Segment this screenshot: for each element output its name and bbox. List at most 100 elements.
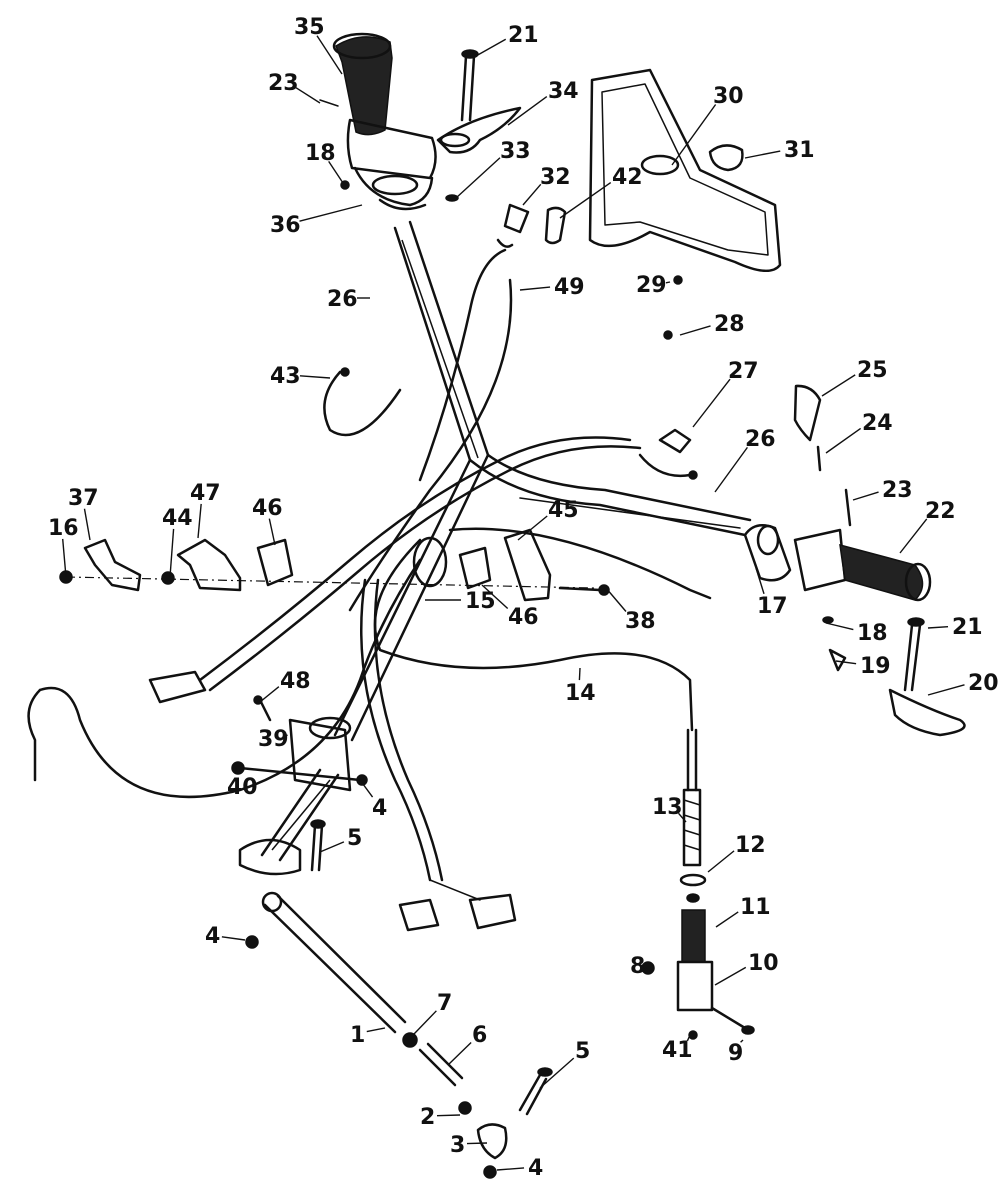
callout-number: 46	[252, 496, 283, 521]
callout-leader	[268, 518, 276, 546]
callout-number: 43	[270, 364, 301, 389]
callout-leader	[475, 38, 507, 57]
callout-number: 31	[784, 138, 815, 163]
callout-leader	[714, 446, 748, 493]
callout-leader	[740, 1039, 744, 1043]
callout-2: 2	[420, 1105, 461, 1130]
callout-leader	[517, 515, 548, 541]
callout-leader	[169, 528, 175, 578]
callout-number: 8	[630, 954, 645, 979]
callout-11: 11	[715, 895, 771, 928]
callout-leader	[852, 491, 879, 501]
callout-number: 7	[437, 991, 452, 1016]
callout-number: 29	[636, 273, 667, 298]
callout-leader	[644, 967, 647, 970]
callout-number: 21	[508, 23, 539, 48]
callout-leader	[83, 508, 91, 541]
callout-number: 30	[713, 84, 744, 109]
callout-leader	[221, 936, 246, 941]
callout-leader	[755, 567, 765, 594]
callout-number: 21	[952, 615, 983, 640]
callout-14: 14	[565, 667, 596, 706]
callout-1: 1	[350, 1023, 386, 1048]
callout-36: 36	[270, 204, 363, 238]
callout-number: 19	[860, 654, 891, 679]
callout-number: 4	[205, 924, 220, 949]
callout-leader	[316, 35, 343, 75]
callout-number: 18	[857, 621, 888, 646]
callout-number: 17	[757, 594, 788, 619]
callout-leader	[522, 183, 542, 206]
callout-19: 19	[835, 654, 891, 679]
callout-46: 46	[252, 496, 283, 546]
callout-leader	[707, 850, 735, 873]
callout-29: 29	[636, 273, 671, 298]
callout-number: 28	[714, 312, 745, 337]
callout-13: 13	[652, 795, 687, 823]
callout-6: 6	[447, 1023, 487, 1066]
callout-leader	[466, 1142, 488, 1145]
callout-4: 4	[359, 779, 387, 821]
callout-leader	[671, 104, 717, 166]
callout-number: 46	[508, 605, 539, 630]
callout-number: 12	[735, 833, 766, 858]
callout-leader	[481, 584, 509, 610]
callout-number: 24	[862, 411, 893, 436]
callout-leader	[328, 160, 344, 184]
callout-49: 49	[519, 275, 585, 300]
right-grip	[743, 384, 966, 737]
carb-linkage	[641, 788, 755, 1040]
callout-38: 38	[605, 587, 656, 634]
callout-leader	[299, 204, 363, 222]
callout-32: 32	[522, 165, 571, 206]
callout-leader	[686, 1034, 691, 1042]
callout-leader	[359, 779, 374, 798]
callout-20: 20	[927, 671, 999, 696]
callout-17: 17	[755, 567, 788, 619]
callout-21: 21	[927, 615, 983, 640]
switch-parts	[496, 203, 567, 248]
callout-26: 26	[714, 427, 776, 493]
callout-leader	[447, 1042, 472, 1066]
tie-rod	[245, 891, 553, 1179]
lower-harness	[360, 578, 517, 932]
callout-7: 7	[413, 991, 452, 1035]
callout-number: 41	[662, 1038, 693, 1063]
callout-34: 34	[507, 79, 579, 126]
callout-22: 22	[899, 499, 956, 554]
cables-upper	[323, 248, 513, 612]
callout-number: 36	[270, 213, 301, 238]
callout-number: 42	[612, 165, 643, 190]
callout-27: 27	[692, 359, 759, 428]
callout-number: 26	[745, 427, 776, 452]
callout-41: 41	[662, 1034, 693, 1063]
callout-leader	[319, 841, 345, 853]
callout-labels: 1234445567891011121314151617181819202121…	[48, 15, 999, 1181]
left-lever	[319, 49, 522, 202]
callout-number: 5	[347, 826, 362, 851]
callout-leader	[366, 1027, 386, 1033]
callout-number: 32	[540, 165, 571, 190]
callout-number: 37	[68, 486, 99, 511]
callout-12: 12	[707, 833, 766, 873]
callout-number: 5	[575, 1039, 590, 1064]
callout-number: 6	[472, 1023, 487, 1048]
callout-30: 30	[671, 84, 744, 166]
callout-number: 13	[652, 795, 683, 820]
callout-28: 28	[679, 312, 745, 337]
callout-leader	[61, 538, 67, 578]
callout-leader	[436, 1114, 461, 1117]
callout-42: 42	[559, 165, 643, 219]
callout-number: 38	[625, 609, 656, 634]
callout-43: 43	[270, 364, 331, 389]
wiring-harness	[148, 428, 712, 704]
callout-23: 23	[268, 71, 321, 104]
callout-9: 9	[728, 1039, 744, 1066]
callout-25: 25	[821, 358, 888, 397]
callout-leader	[519, 286, 551, 291]
callout-leader	[715, 911, 739, 928]
callout-leader	[744, 150, 781, 159]
callout-leader	[455, 157, 501, 199]
callout-leader	[299, 375, 331, 379]
callout-number: 2	[420, 1105, 435, 1130]
